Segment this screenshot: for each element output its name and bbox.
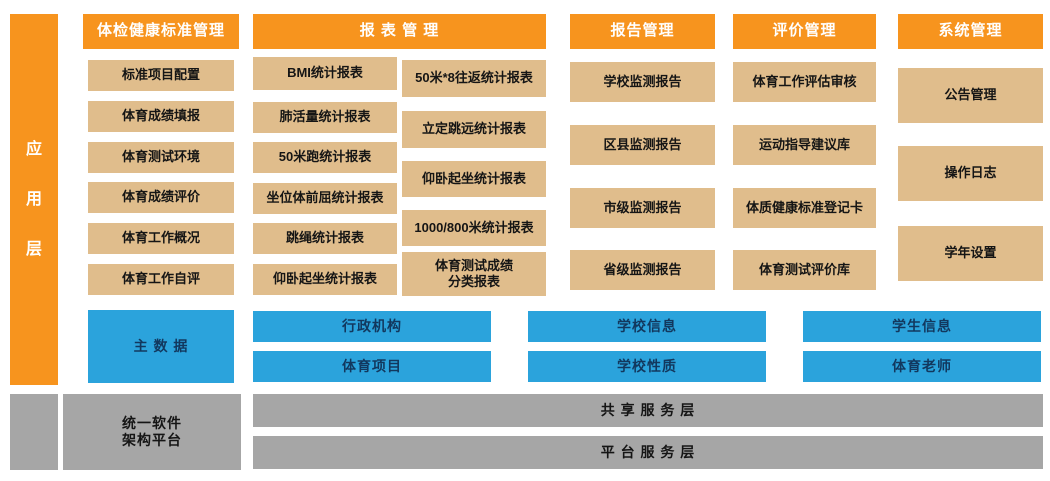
data-box: 行政机构 [253,311,491,342]
data-box: 学校信息 [528,311,766,342]
module-box: 区县监测报告 [570,125,715,165]
header-evaluation: 评价管理 [733,14,876,49]
app-layer-char: 用 [25,190,42,208]
platform-service-layer-bar: 平 台 服 务 层 [253,436,1043,469]
app-layer-char: 层 [25,240,42,258]
module-box: 体育成绩填报 [88,101,234,132]
master-data-box: 主 数 据 [88,310,234,383]
module-box: 体育工作概况 [88,223,234,254]
shared-service-layer-bar: 共 享 服 务 层 [253,394,1043,427]
module-box: 学校监测报告 [570,62,715,102]
module-box: 坐位体前屈统计报表 [253,183,397,214]
module-box: 标准项目配置 [88,60,234,91]
module-box: 市级监测报告 [570,188,715,228]
data-box: 学生信息 [803,311,1041,342]
module-box: BMI统计报表 [253,57,397,90]
platform-rail [10,394,58,470]
module-box: 仰卧起坐统计报表 [253,264,397,295]
app-layer-char: 应 [25,140,42,158]
module-box: 1000/800米统计报表 [402,210,546,246]
header-report-forms: 报 表 管 理 [253,14,546,49]
header-system: 系统管理 [898,14,1043,49]
module-box: 体育工作自评 [88,264,234,295]
module-box: 体育工作评估审核 [733,62,876,102]
module-box: 体育测试成绩 分类报表 [402,252,546,296]
module-box: 50米*8往返统计报表 [402,60,546,97]
header-reports: 报告管理 [570,14,715,49]
module-box: 50米跑统计报表 [253,142,397,173]
module-box: 体育测试评价库 [733,250,876,290]
module-box: 省级监测报告 [570,250,715,290]
module-box: 体育测试环境 [88,142,234,173]
app-layer-rail: 应 用 层 [10,14,58,385]
data-box: 体育项目 [253,351,491,382]
module-box: 运动指导建议库 [733,125,876,165]
platform-box: 统一软件 架构平台 [63,394,241,470]
module-box: 肺活量统计报表 [253,102,397,133]
module-box: 操作日志 [898,146,1043,201]
module-box: 体育成绩评价 [88,182,234,213]
module-box: 公告管理 [898,68,1043,123]
data-box: 体育老师 [803,351,1041,382]
data-box: 学校性质 [528,351,766,382]
header-health-standard: 体检健康标准管理 [83,14,239,49]
module-box: 立定跳远统计报表 [402,111,546,148]
module-box: 跳绳统计报表 [253,223,397,254]
module-box: 仰卧起坐统计报表 [402,161,546,197]
module-box: 体质健康标准登记卡 [733,188,876,228]
module-box: 学年设置 [898,226,1043,281]
